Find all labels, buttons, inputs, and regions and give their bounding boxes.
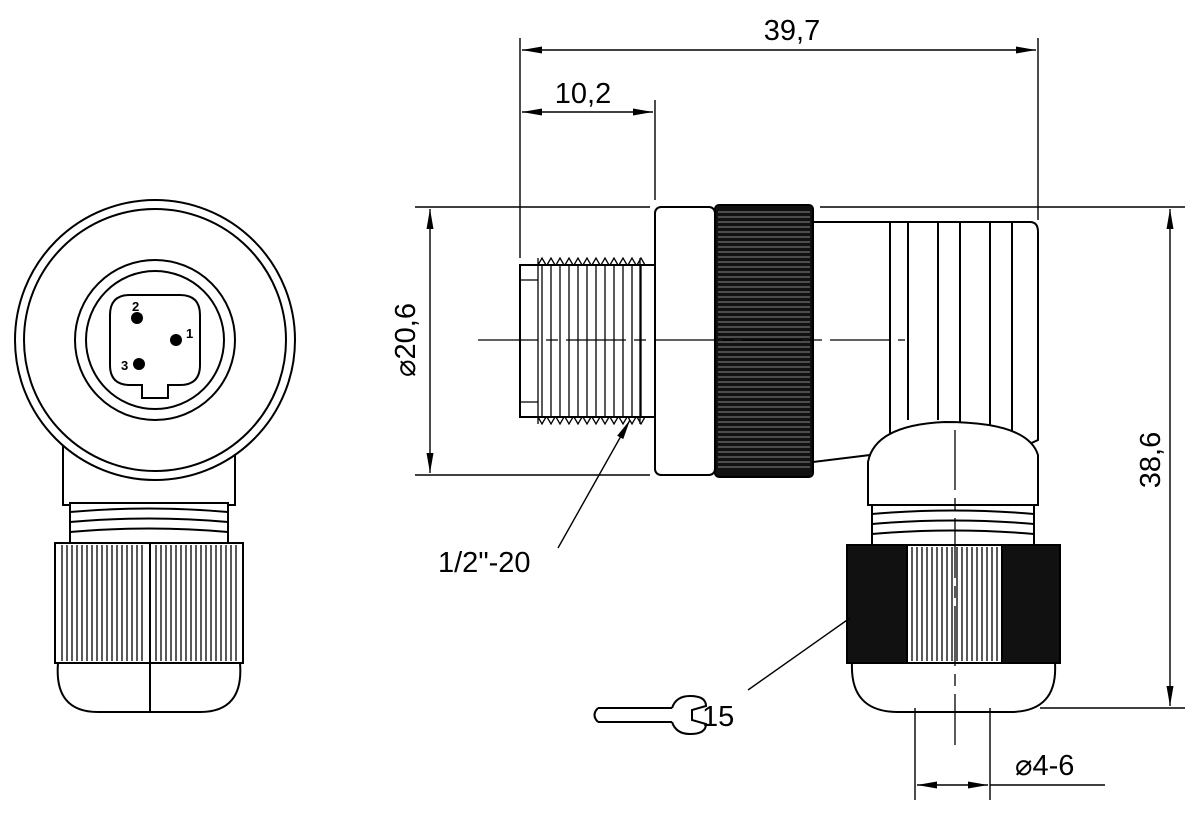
wrench-icon [593,694,708,736]
wrench-size-label: 15 [702,701,734,733]
thread-spec-label: 1/2"-20 [438,547,531,579]
cable-range-label: ⌀4-6 [1015,750,1074,782]
front-socket-inner [85,270,225,410]
side-gland-nut [846,544,1061,664]
dim-diameter-label: ⌀20,6 [390,303,422,377]
side-flange [654,206,716,476]
side-view [478,204,1061,745]
front-pin-insert [109,294,201,399]
dim-overall-length-label: 39,7 [764,15,820,47]
front-outer-ring [14,199,296,481]
pin-2-label: 2 [132,299,139,314]
front-socket-outer [74,259,236,421]
side-knurled-nut [714,204,814,478]
side-knurl-lines [718,211,810,468]
front-thread [69,502,229,544]
pin-1 [170,334,182,346]
dim-overall-height-label: 38,6 [1135,432,1167,488]
thread-leader [557,419,631,549]
front-view: 2 1 3 [14,199,296,713]
dim-thread-length-label: 10,2 [555,78,611,110]
side-thread-teeth [520,256,646,426]
pin-3 [133,358,145,370]
pin-1-label: 1 [186,326,193,341]
front-gland-nut [54,542,244,664]
pin-3-label: 3 [121,358,128,373]
side-gland-thread [871,504,1035,546]
front-ring-inner-edge [23,208,287,472]
side-dome [850,662,1057,713]
pin-2 [131,312,143,324]
side-elbow [867,420,1039,506]
dimension-lines [415,38,1185,800]
wrench-leader [747,617,851,691]
